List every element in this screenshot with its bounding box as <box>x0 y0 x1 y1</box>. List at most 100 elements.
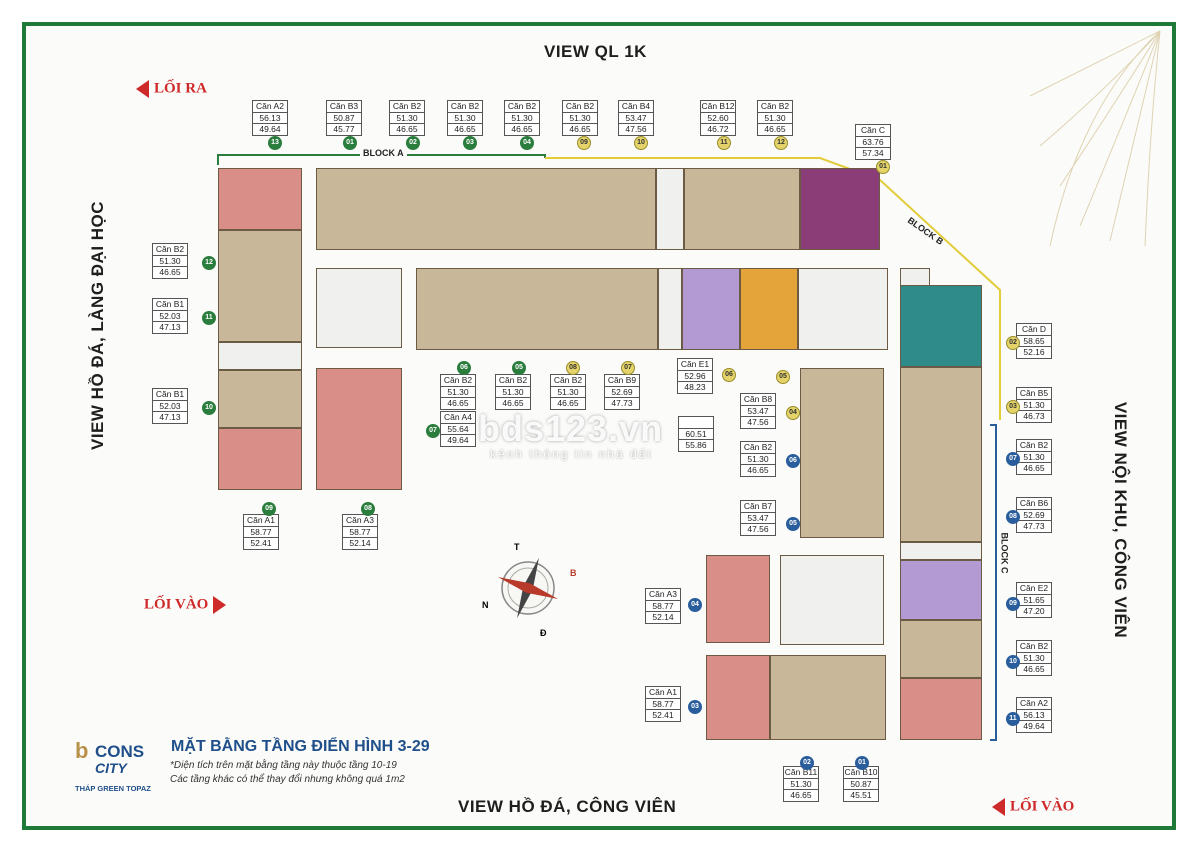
unit-room <box>706 555 770 643</box>
block-c-label: BLOCK C <box>999 532 1010 574</box>
unit-name: Căn E1 <box>677 358 713 371</box>
unit-area-gross: 51.65 <box>1016 594 1052 606</box>
unit-area-gross: 60.51 <box>678 428 714 440</box>
unit-name: Căn B2 <box>504 100 540 113</box>
unit-area-net: 52.16 <box>1016 347 1052 359</box>
unit-area-net: 46.65 <box>550 398 586 410</box>
unit-room <box>900 620 982 678</box>
unit-area-gross: 52.60 <box>700 112 736 124</box>
entry-bottom-right: LỐI VÀO <box>992 798 1074 816</box>
unit-number-badge: 05 <box>776 370 790 384</box>
unit-area-gross: 51.30 <box>550 386 586 398</box>
unit-name: Căn B9 <box>604 374 640 387</box>
unit-name: Căn B8 <box>740 393 776 406</box>
unit-area-net: 46.65 <box>1016 463 1052 475</box>
unit-area-gross: 63.76 <box>855 136 891 148</box>
unit-area-gross: 58.77 <box>645 698 681 710</box>
arrow-right-icon <box>213 596 227 614</box>
unit-area-gross: 51.30 <box>1016 451 1052 463</box>
unit-area-gross: 51.30 <box>447 112 483 124</box>
unit-area-net: 46.65 <box>152 267 188 279</box>
view-bottom-label: VIEW HỒ ĐÁ, CÔNG VIÊN <box>458 797 677 816</box>
unit-name: Căn B2 <box>447 100 483 113</box>
unit-name: Căn B2 <box>740 441 776 454</box>
unit-room <box>800 368 884 538</box>
page-title: MẶT BẰNG TẦNG ĐIỂN HÌNH 3-29 <box>171 738 430 755</box>
unit-area-net: 48.23 <box>677 382 713 394</box>
unit-area-gross: 52.03 <box>152 400 188 412</box>
unit-name: Căn A2 <box>252 100 288 113</box>
unit-area-gross: 52.69 <box>604 386 640 398</box>
unit-number-badge: 11 <box>202 311 216 325</box>
unit-number-badge: 04 <box>688 598 702 612</box>
core-room <box>656 168 684 250</box>
unit-number-badge: 09 <box>577 136 591 150</box>
unit-area-net: 46.65 <box>740 465 776 477</box>
unit-name: Căn B12 <box>700 100 736 113</box>
unit-area-gross: 53.47 <box>740 405 776 417</box>
core-room <box>218 342 302 370</box>
unit-name: Căn D <box>1016 323 1052 336</box>
unit-area-net: 55.86 <box>678 440 714 452</box>
unit-number-badge: 03 <box>688 700 702 714</box>
unit-area-gross: 50.87 <box>326 112 362 124</box>
unit-name: Căn B2 <box>1016 640 1052 653</box>
unit-room <box>900 285 982 367</box>
unit-number-badge: 12 <box>202 256 216 270</box>
unit-area-gross: 51.30 <box>389 112 425 124</box>
unit-name: Căn B2 <box>152 243 188 256</box>
palm-leaf-decoration <box>1029 30 1161 247</box>
unit-room <box>218 230 302 342</box>
unit-room <box>684 168 800 250</box>
unit-name: Căn A4 <box>440 411 476 424</box>
unit-room <box>900 560 982 620</box>
unit-area-net: 47.13 <box>152 412 188 424</box>
unit-number-badge: 10 <box>634 136 648 150</box>
compass-b: B <box>570 568 577 578</box>
entry-left: LỐI VÀO <box>144 596 227 614</box>
unit-area-net: 45.51 <box>843 790 879 802</box>
unit-room <box>706 655 770 740</box>
unit-room <box>218 428 302 490</box>
unit-number-badge: 05 <box>786 517 800 531</box>
unit-number-badge: 08 <box>566 361 580 375</box>
unit-area-gross: 52.03 <box>152 310 188 322</box>
core-room <box>658 268 682 350</box>
unit-name: Căn B5 <box>1016 387 1052 400</box>
unit-number-badge: 03 <box>463 136 477 150</box>
unit-number-badge: 02 <box>800 756 814 770</box>
watermark-subtext: kênh thông tin nhà đất <box>490 447 653 461</box>
unit-area-gross: 58.65 <box>1016 335 1052 347</box>
unit-area-net: 47.73 <box>604 398 640 410</box>
unit-area-gross: 51.30 <box>440 386 476 398</box>
unit-area-gross: 53.47 <box>740 512 776 524</box>
unit-name: Căn B2 <box>440 374 476 387</box>
unit-area-gross: 51.30 <box>757 112 793 124</box>
unit-name: Căn A2 <box>1016 697 1052 710</box>
unit-area-gross: 51.30 <box>740 453 776 465</box>
unit-area-gross: 58.77 <box>342 526 378 538</box>
unit-area-net: 57.34 <box>855 148 891 160</box>
unit-number-badge: 09 <box>1006 597 1020 611</box>
unit-name: Căn B2 <box>495 374 531 387</box>
view-top-label: VIEW QL 1K <box>544 42 647 61</box>
unit-area-net: 52.41 <box>645 710 681 722</box>
